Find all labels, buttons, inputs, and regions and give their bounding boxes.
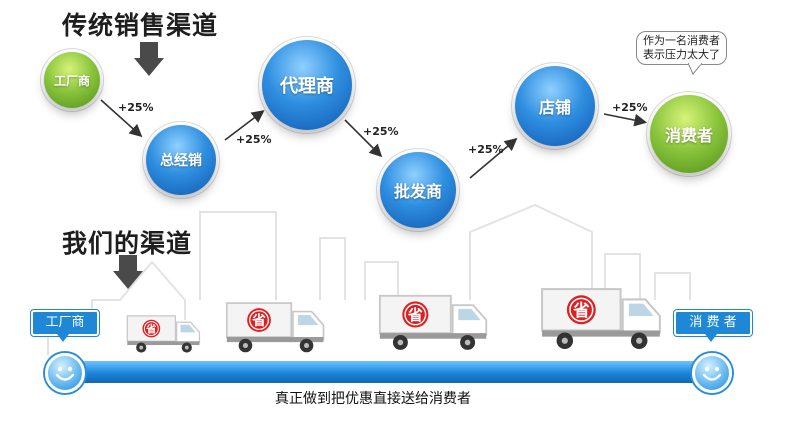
node-consumer: 消费者 [650, 95, 728, 173]
node-wholesaler-label: 批发商 [393, 182, 442, 201]
truck-badge-text: 省 [407, 306, 423, 324]
node-factory-label: 工厂商 [53, 73, 90, 88]
node-general-distributor: 总经销 [146, 125, 216, 195]
truck-badge-text: 省 [572, 300, 590, 320]
direct-channel-bar [62, 361, 710, 383]
channel-slogan: 真正做到把优惠直接送给消费者 [275, 391, 471, 407]
flow-arrow [603, 113, 648, 127]
markup-label: +25% [363, 125, 399, 138]
speech-bubble-tail [688, 63, 702, 75]
speech-bubble-line: 作为一名消费者 [643, 34, 720, 47]
truck-badge-text: 省 [251, 312, 266, 329]
factory-tag: 工厂商 [31, 310, 99, 336]
delivery-truck: 省 [541, 288, 661, 350]
smiley-icon [692, 353, 732, 393]
smiley-icon [45, 353, 85, 393]
delivery-truck: 省 [225, 302, 325, 353]
node-consumer-label: 消费者 [664, 126, 713, 145]
flow-arrow [469, 137, 518, 179]
consumer-tag: 消 费 者 [674, 310, 752, 336]
node-factory: 工厂商 [44, 52, 100, 108]
node-agent-label: 代理商 [280, 76, 334, 97]
markup-label: +25% [612, 101, 648, 114]
our-channel-title: 我们的渠道 [62, 229, 193, 258]
markup-label: +25% [118, 101, 154, 114]
speech-bubble-line: 表示压力太大了 [643, 48, 720, 61]
tag-pointer [57, 334, 69, 342]
node-store-label: 店铺 [538, 98, 571, 117]
down-arrow-icon [113, 255, 143, 289]
delivery-truck: 省 [378, 294, 488, 350]
node-store: 店铺 [515, 66, 595, 146]
speech-bubble: 作为一名消费者 表示压力太大了 [636, 31, 727, 65]
tag-pointer [705, 334, 717, 342]
node-general-distributor-label: 总经销 [160, 153, 202, 169]
delivery-truck: 省 [126, 315, 201, 353]
truck-badge-text: 省 [145, 322, 156, 335]
node-wholesaler: 批发商 [380, 152, 456, 228]
markup-label: +25% [468, 143, 504, 156]
traditional-channel-title: 传统销售渠道 [62, 11, 219, 40]
flow-arrow [344, 119, 383, 158]
flow-arrow [100, 99, 143, 138]
down-arrow-icon [134, 42, 164, 76]
flow-arrow [224, 110, 265, 141]
markup-label: +25% [236, 133, 272, 146]
node-agent: 代理商 [262, 40, 352, 130]
